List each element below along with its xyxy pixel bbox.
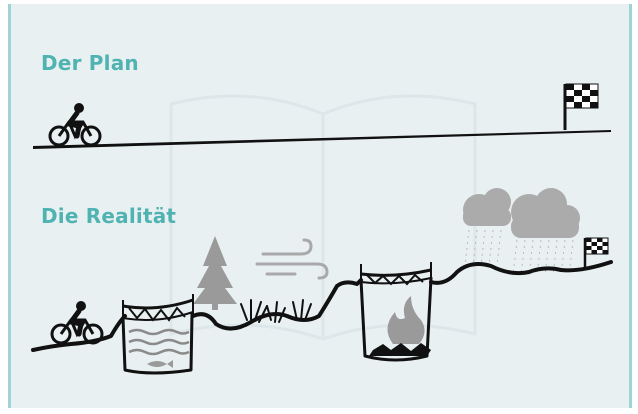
fish-icon (147, 360, 173, 368)
plan-road (33, 130, 611, 149)
cyclist-icon (52, 301, 102, 343)
water-icon (129, 330, 189, 354)
cyclist-icon (50, 103, 100, 145)
illustration-panel: Der Plan Die Realität (8, 4, 632, 408)
grass-icon (241, 300, 311, 322)
fire-icon (369, 296, 431, 356)
wind-icon (257, 240, 327, 278)
tree-icon (193, 236, 237, 310)
checkered-flag-icon (565, 84, 598, 130)
